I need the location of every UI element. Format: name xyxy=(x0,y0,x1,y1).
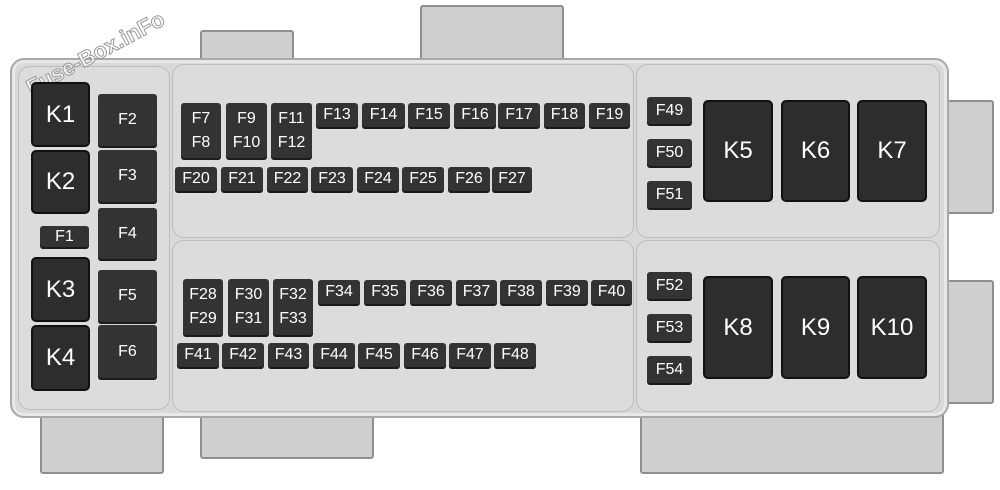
fuse-f25: F25 xyxy=(402,167,444,191)
fuse-f6: F6 xyxy=(98,325,157,378)
bottom-clip-left xyxy=(200,410,374,459)
side-latch-top xyxy=(945,100,994,214)
relay-k3: K3 xyxy=(31,257,90,322)
fuse-f42: F42 xyxy=(222,343,264,367)
fuse-f26: F26 xyxy=(448,167,490,191)
fuse-f16: F16 xyxy=(454,103,496,127)
fuse-f23: F23 xyxy=(311,167,353,191)
relay-k8: K8 xyxy=(703,276,773,379)
fuse-f13: F13 xyxy=(316,103,358,127)
relay-k9: K9 xyxy=(781,276,850,379)
fuse-f45: F45 xyxy=(358,343,400,367)
fuse-f36: F36 xyxy=(410,280,452,304)
fuse-f50: F50 xyxy=(647,139,692,166)
fuse-f4: F4 xyxy=(98,208,157,259)
fuse-f24: F24 xyxy=(357,167,399,191)
fuse-f40: F40 xyxy=(591,280,632,304)
fuse-f47: F47 xyxy=(449,343,491,367)
fuse-f54: F54 xyxy=(647,356,692,383)
fuse-f14: F14 xyxy=(362,103,405,127)
side-latch-bottom xyxy=(945,280,994,404)
fuse-f39: F39 xyxy=(546,280,588,304)
fuse-f53: F53 xyxy=(647,314,692,341)
fuse-f1: F1 xyxy=(40,226,89,247)
fuse-f43: F43 xyxy=(268,343,309,367)
relay-k2: K2 xyxy=(31,150,90,214)
fuse-f49: F49 xyxy=(647,97,692,124)
fuse-f2: F2 xyxy=(98,94,157,146)
fuse-f32: F32 xyxy=(279,286,307,303)
fuse-f52: F52 xyxy=(647,272,692,299)
relay-k10: K10 xyxy=(857,276,927,379)
fuse-f7: F7 xyxy=(191,109,211,127)
relay-k1: K1 xyxy=(31,82,90,147)
fuse-f41: F41 xyxy=(177,343,219,367)
fuse-f8: F8 xyxy=(191,133,211,151)
fuse-f3: F3 xyxy=(98,150,157,202)
fuse-f35: F35 xyxy=(364,280,406,304)
fuse-f11: F11 xyxy=(278,109,305,127)
fuse-f9: F9 xyxy=(237,109,256,127)
fuse-f29: F29 xyxy=(189,310,217,327)
fuse-f34: F34 xyxy=(318,280,360,304)
fuse-f15: F15 xyxy=(408,103,450,127)
fuse-f31: F31 xyxy=(234,310,263,327)
fuse-f10: F10 xyxy=(232,133,261,151)
bottom-connector-left xyxy=(40,410,164,474)
fuse-f18: F18 xyxy=(544,103,585,127)
fuse-f20: F20 xyxy=(175,167,217,191)
fuse-f22: F22 xyxy=(267,167,308,191)
fuse-f28: F28 xyxy=(189,286,217,303)
fuse-f37: F37 xyxy=(456,280,497,304)
relay-k4: K4 xyxy=(31,325,90,391)
fuse-f46: F46 xyxy=(404,343,446,367)
top-connector xyxy=(420,5,564,64)
fuse-f12: F12 xyxy=(277,133,306,151)
fuse-f21: F21 xyxy=(221,167,263,191)
relay-k6: K6 xyxy=(781,100,850,202)
fuse-f33: F33 xyxy=(279,310,307,327)
fuse-f5: F5 xyxy=(98,270,157,322)
fuse-f48: F48 xyxy=(494,343,536,367)
fuse-f38: F38 xyxy=(500,280,542,304)
fuse-f27: F27 xyxy=(492,167,532,191)
relay-k7: K7 xyxy=(857,100,927,202)
fuse-f44: F44 xyxy=(313,343,355,367)
fuse-f51: F51 xyxy=(647,181,692,208)
bottom-connector-right xyxy=(640,410,944,474)
fuse-f17: F17 xyxy=(498,103,540,127)
relay-k5: K5 xyxy=(703,100,773,202)
fuse-f30: F30 xyxy=(234,286,263,303)
fuse-f19: F19 xyxy=(589,103,630,127)
